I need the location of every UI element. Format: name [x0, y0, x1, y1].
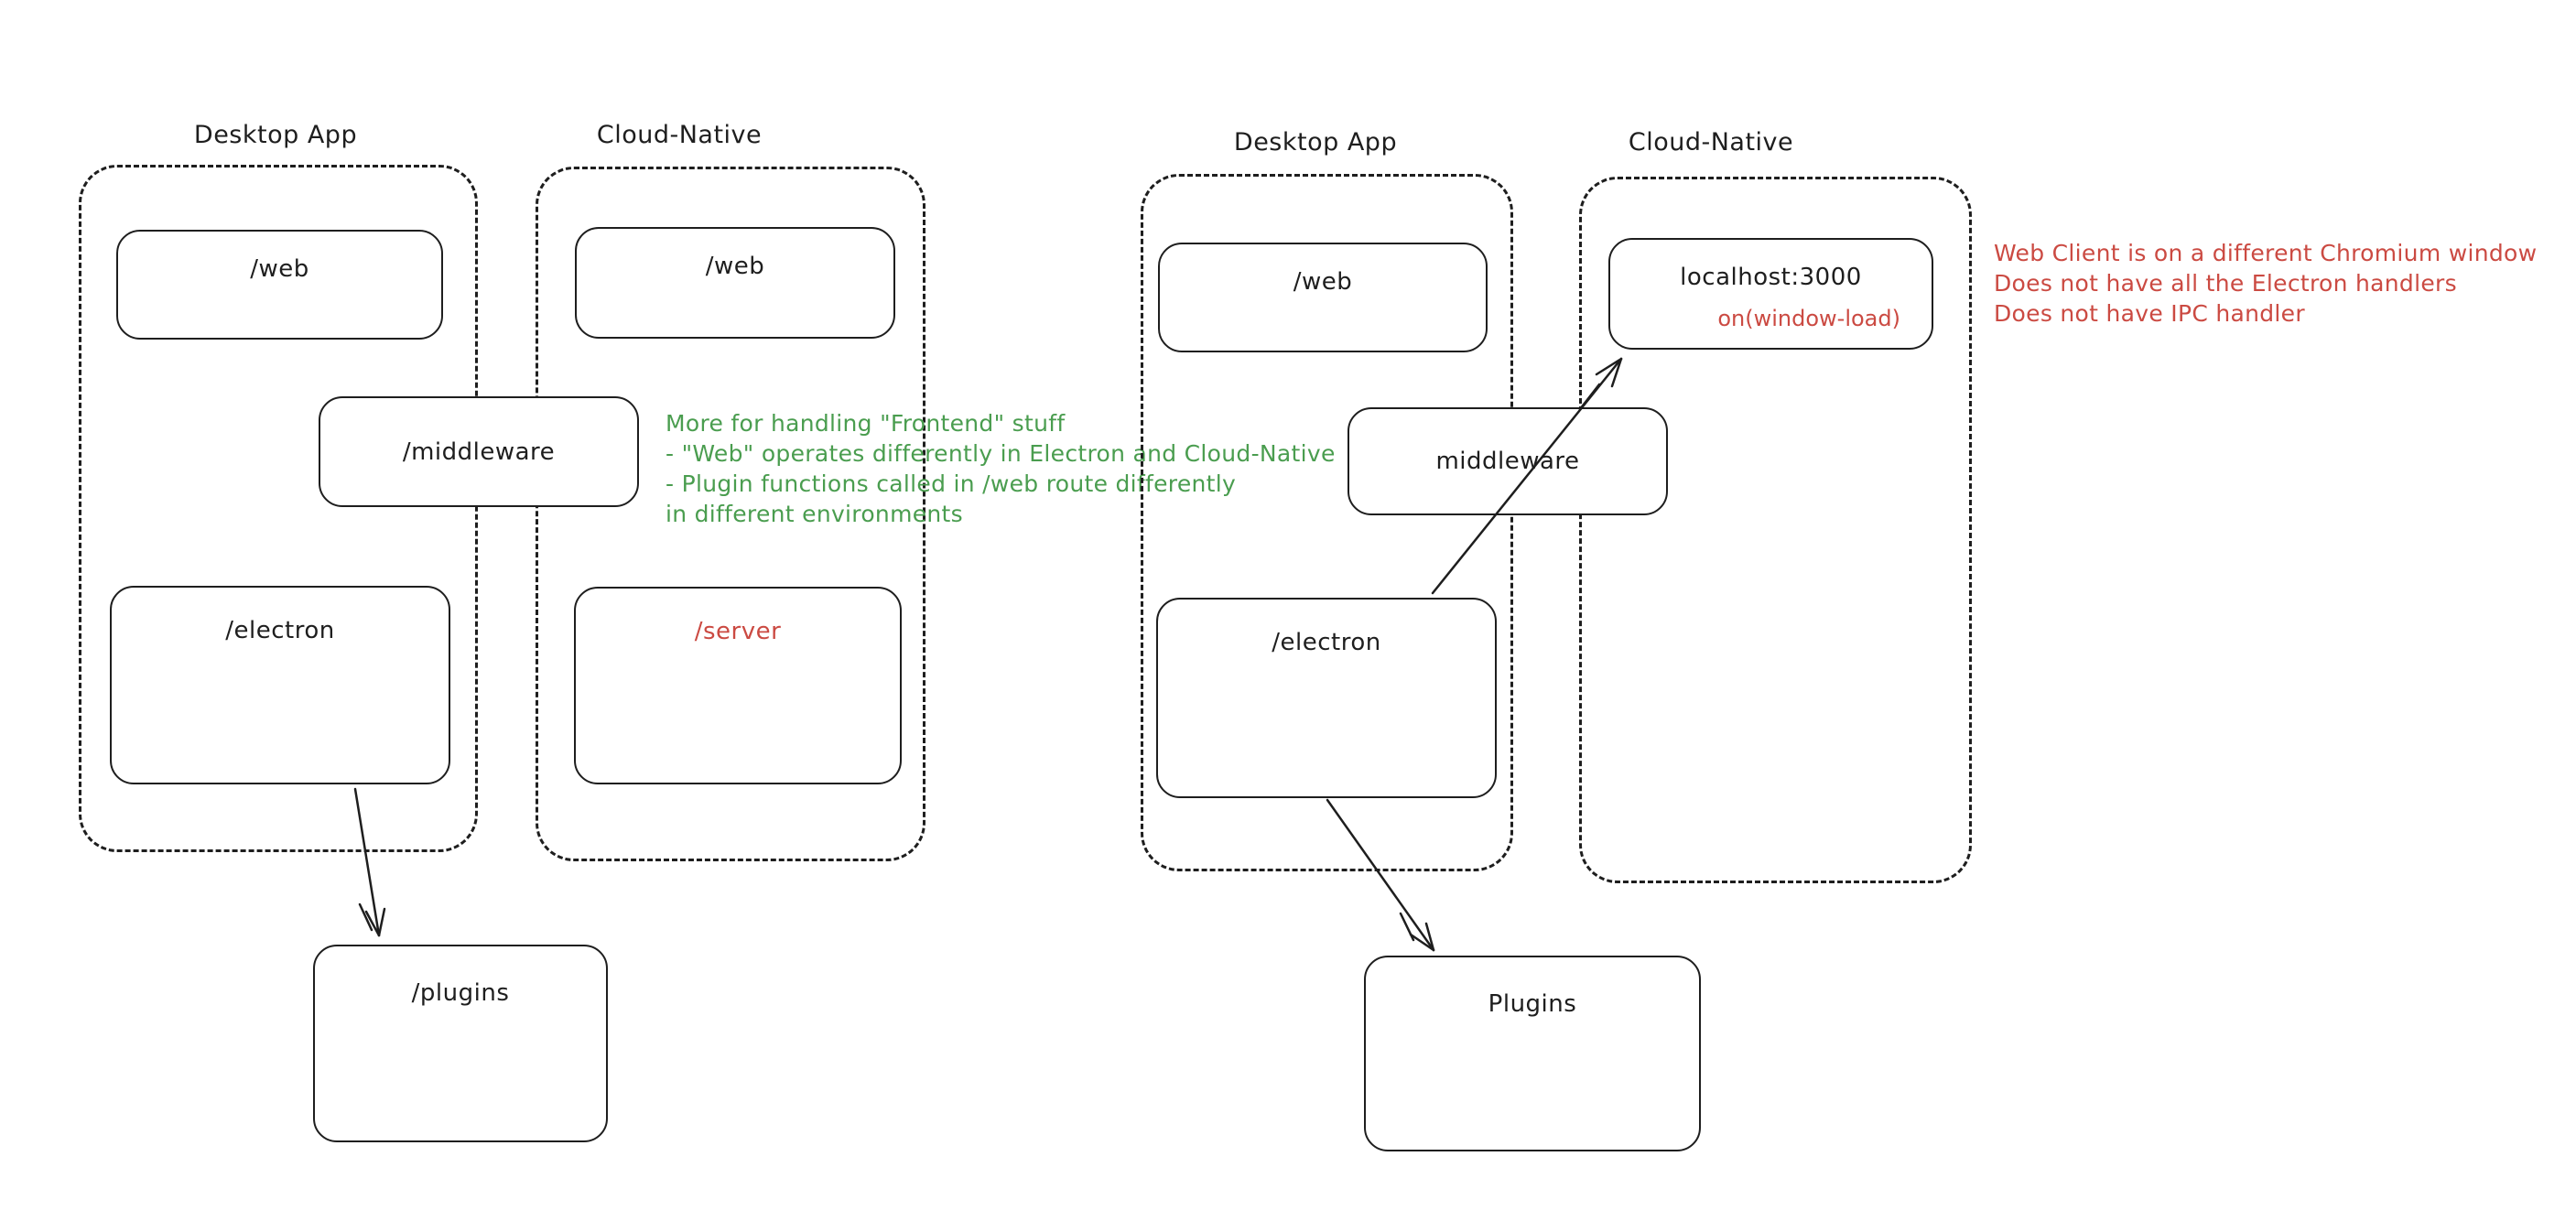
left-electron-box-label: /electron: [225, 617, 335, 644]
right-red-annotation: Web Client is on a different Chromium wi…: [1994, 238, 2537, 329]
right-desktop-app-label: Desktop App: [1233, 128, 1398, 157]
right-electron-box-label: /electron: [1272, 629, 1381, 656]
left-cloud-native-label: Cloud-Native: [596, 121, 763, 149]
left-plugins-box: /plugins: [313, 945, 608, 1142]
green-annotation-line-4: in different environments: [666, 501, 963, 527]
right-localhost-box: localhost:3000 on(window-load): [1608, 238, 1933, 350]
right-cloud-native-label: Cloud-Native: [1628, 128, 1794, 157]
right-middleware-box-label: middleware: [1435, 448, 1580, 475]
right-window-load-label: on(window-load): [1717, 306, 1900, 331]
left-cloud-web-box-label: /web: [705, 253, 765, 280]
left-cloud-native-container: [536, 167, 925, 861]
right-localhost-box-label: localhost:3000: [1680, 264, 1862, 291]
red-annotation-line-2: Does not have all the Electron handlers: [1994, 270, 2457, 297]
green-annotation-line-3: - Plugin functions called in /web route …: [666, 470, 1237, 497]
left-server-box: /server: [574, 587, 902, 784]
left-cloud-web-box: /web: [575, 227, 895, 339]
left-desktop-web-box: /web: [116, 230, 443, 340]
left-desktop-app-container: [79, 165, 478, 852]
right-desktop-web-box-label: /web: [1293, 268, 1353, 296]
left-desktop-app-label: Desktop App: [193, 121, 358, 149]
left-plugins-box-label: /plugins: [411, 979, 510, 1007]
left-electron-box: /electron: [110, 586, 450, 784]
left-middleware-box: /middleware: [319, 396, 639, 507]
left-green-annotation: More for handling "Frontend" stuff - "We…: [666, 408, 1336, 529]
green-annotation-line-1: More for handling "Frontend" stuff: [666, 410, 1066, 437]
red-annotation-line-3: Does not have IPC handler: [1994, 300, 2305, 327]
left-middleware-box-label: /middleware: [402, 438, 556, 466]
green-annotation-line-2: - "Web" operates differently in Electron…: [666, 440, 1336, 467]
right-electron-box: /electron: [1156, 598, 1497, 798]
right-plugins-box-label: Plugins: [1488, 990, 1577, 1018]
right-middleware-box: middleware: [1348, 407, 1668, 515]
right-desktop-web-box: /web: [1158, 243, 1488, 352]
left-server-box-label: /server: [694, 618, 782, 645]
red-annotation-line-1: Web Client is on a different Chromium wi…: [1994, 240, 2538, 266]
left-desktop-web-box-label: /web: [250, 255, 309, 283]
right-plugins-box: Plugins: [1364, 956, 1701, 1151]
